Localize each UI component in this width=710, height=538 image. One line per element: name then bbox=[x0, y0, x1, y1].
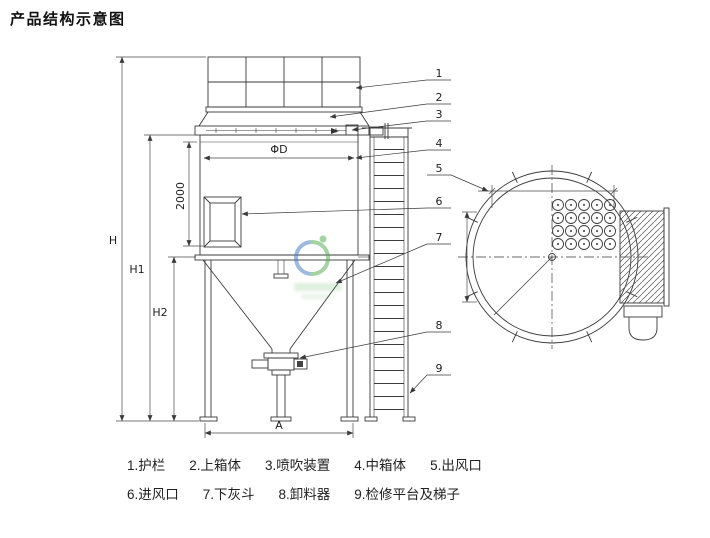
callout-9: 9 bbox=[409, 362, 451, 394]
discharge-device bbox=[251, 349, 308, 422]
svg-text:5: 5 bbox=[436, 162, 443, 175]
dim-label-h2: H2 bbox=[152, 306, 167, 319]
callout-7: 7 bbox=[335, 231, 451, 284]
callout-8: 8 bbox=[299, 319, 451, 360]
part-callouts: 1 2 3 4 5 bbox=[241, 67, 489, 394]
callout-5: 5 bbox=[427, 162, 489, 192]
legend-item: 4.中箱体 bbox=[354, 458, 407, 473]
svg-text:1: 1 bbox=[436, 67, 443, 80]
legend-row-1: 1.护栏 2.上箱体 3.喷吹装置 4.中箱体 5.出风口 bbox=[127, 454, 482, 474]
svg-text:4: 4 bbox=[436, 137, 443, 150]
railing bbox=[205, 56, 363, 113]
watermark bbox=[293, 235, 342, 299]
svg-text:3: 3 bbox=[436, 108, 443, 121]
legend: 1.护栏 2.上箱体 3.喷吹装置 4.中箱体 5.出风口 6.进风口 7.下灰… bbox=[127, 454, 482, 512]
callout-2: 2 bbox=[329, 91, 451, 119]
callout-3: 3 bbox=[351, 108, 451, 132]
dimension-lines bbox=[116, 56, 618, 438]
front-view bbox=[194, 56, 416, 422]
callout-4: 4 bbox=[355, 137, 451, 160]
svg-text:6: 6 bbox=[436, 195, 443, 208]
dim-label-a: A bbox=[275, 419, 283, 432]
legend-item: 2.上箱体 bbox=[189, 458, 242, 473]
callout-1: 1 bbox=[355, 67, 451, 90]
ladder bbox=[358, 127, 416, 422]
svg-text:2: 2 bbox=[436, 91, 443, 104]
support-legs bbox=[199, 260, 359, 422]
legend-item: 7.下灰斗 bbox=[202, 487, 255, 502]
legend-item: 9.检修平台及梯子 bbox=[354, 487, 461, 502]
dim-label-h: H bbox=[109, 234, 117, 247]
legend-item: 8.卸料器 bbox=[278, 487, 331, 502]
outlet-duct bbox=[619, 207, 670, 341]
dim-label-2000: 2000 bbox=[174, 182, 187, 210]
legend-row-2: 6.进风口 7.下灰斗 8.卸料器 9.检修平台及梯子 bbox=[127, 483, 482, 503]
svg-text:8: 8 bbox=[436, 319, 443, 332]
svg-text:7: 7 bbox=[436, 231, 443, 244]
watermark-logo-icon bbox=[293, 235, 331, 276]
hopper bbox=[194, 254, 370, 350]
callout-6: 6 bbox=[241, 195, 451, 217]
page-title: 产品结构示意图 bbox=[10, 11, 126, 28]
filter-bag-grid bbox=[552, 199, 616, 250]
dim-label-diameter: ΦD bbox=[270, 143, 287, 156]
legend-item: 5.出风口 bbox=[430, 458, 482, 473]
legend-item: 6.进风口 bbox=[127, 487, 179, 502]
dim-label-h1: H1 bbox=[129, 263, 144, 276]
svg-text:9: 9 bbox=[436, 362, 443, 375]
top-view bbox=[458, 165, 670, 349]
air-inlet bbox=[203, 196, 242, 248]
dimension-labels: ΦD 2000 H H1 H2 A bbox=[109, 143, 288, 432]
legend-item: 3.喷吹装置 bbox=[265, 458, 331, 473]
legend-item: 1.护栏 bbox=[127, 458, 166, 473]
